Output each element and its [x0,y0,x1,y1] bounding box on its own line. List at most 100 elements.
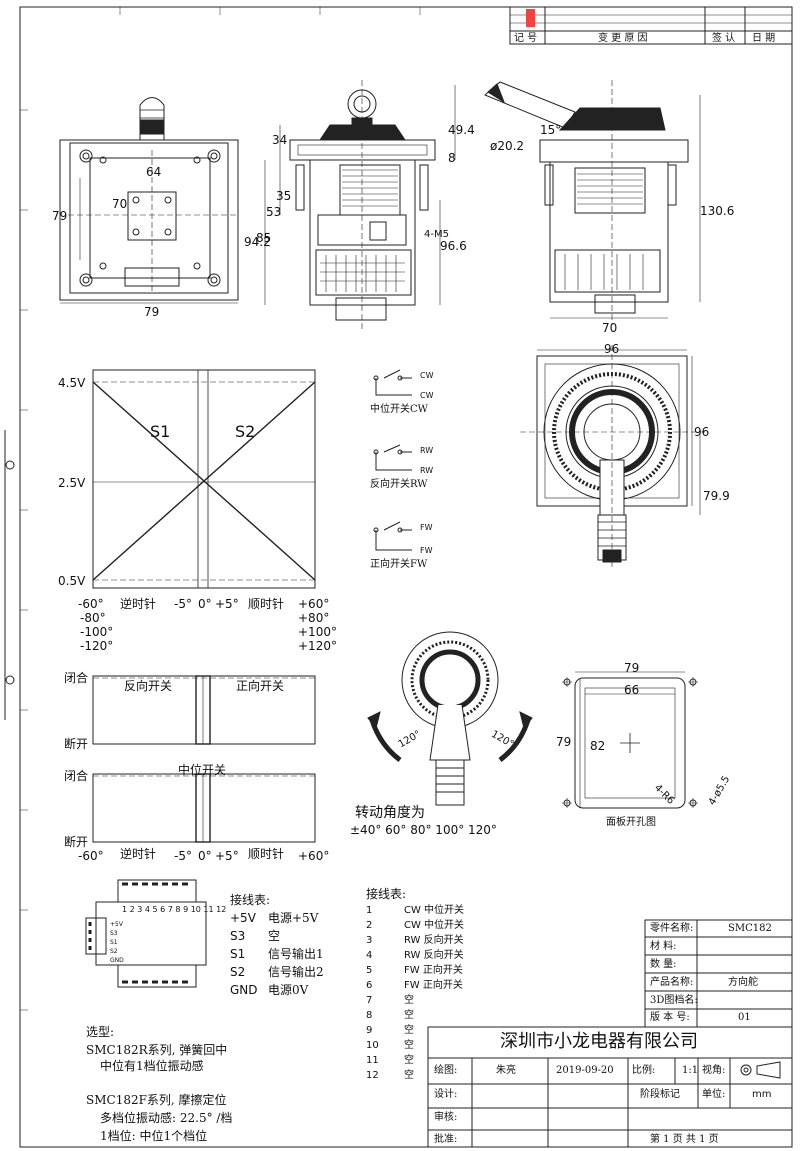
x-neg120: -120° [80,639,114,653]
wiring-right-title: 接线表: [366,887,407,901]
t-x-pos5: +5° [215,849,239,863]
dim-34: 34 [272,133,288,147]
tb-stage: 阶段标记 [640,1089,680,1100]
wr-num: 4 [366,950,373,961]
x-pos120: +120° [298,639,337,653]
revision-block [509,6,793,45]
wl-desc: 空 [268,929,281,943]
tb-page: 第 1 页 共 1 页 [650,1134,719,1145]
wl-pin: S1 [230,947,246,961]
panel-dim-82: 82 [590,739,606,753]
wr-num: 7 [366,995,373,1006]
rot-title: 转动角度为 [355,805,425,821]
punch-hole [5,460,15,470]
panel-dim-79-v: 79 [556,735,572,749]
wr-desc: 空 [404,1010,414,1021]
selection-line-1: SMC182R系列, 弹簧回中 [86,1043,228,1057]
wr-num: 8 [366,1010,373,1021]
x-neg5: -5° [174,597,192,611]
dim-70-right: 70 [602,321,618,335]
t1-rev: 反向开关 [124,679,173,693]
t-cw: 顺时针 [248,847,285,861]
selection-line-5: 1档位: 中位1个档位 [100,1129,208,1143]
tb-unit: mm [752,1089,772,1100]
x-neg80: -80° [80,611,106,625]
dim-4-m5: 4-M5 [424,229,449,240]
voltage-graph [92,369,316,589]
top-view [520,345,705,570]
t1-open: 断开 [64,737,89,751]
tb-unit-label: 单位: [702,1089,726,1100]
t-ccw: 逆时针 [120,847,157,861]
dim-96-6: 96.6 [440,239,467,253]
sw-fw-b: FW [420,546,433,555]
wr-num: 2 [366,920,373,931]
wr-num: 3 [366,935,373,946]
wr-desc: CW 中位开关 [404,920,465,931]
sw-fw-caption: 正向开关FW [370,559,428,570]
info-product: 方向舵 [728,977,758,988]
wr-desc: FW 正向开关 [404,980,463,991]
selection-line-3: SMC182F系列, 摩擦定位 [86,1093,227,1107]
dim-85: 85 [256,231,272,245]
tb-date: 2019-09-20 [556,1065,614,1076]
wr-num: 12 [366,1070,379,1081]
x-pos60: +60° [298,597,330,611]
dim-phi20-2: ø20.2 [490,139,525,153]
dim-53: 53 [266,205,282,219]
info-product-label: 产品名称: [650,977,694,988]
panel-dim-66: 66 [624,683,640,697]
series-s1: S1 [150,422,171,441]
wr-desc: RW 反向开关 [404,950,464,961]
dim-35: 35 [276,189,292,203]
wl-pin: +5V [230,911,256,925]
wr-desc: 空 [404,1025,414,1036]
x-neg100: -100° [80,625,114,639]
wr-desc: RW 反向开关 [404,935,464,946]
sw-rw-a: RW [420,446,434,455]
wl-desc: 信号输出1 [268,947,324,961]
title-block-frame [427,919,793,1148]
side-view [264,80,456,330]
sw-rw-caption: 反向开关RW [370,479,428,490]
rot-values: ±40° 60° 80° 100° 120° [350,823,497,837]
wr-num: 11 [366,1055,379,1066]
dim-130-6: 130.6 [700,204,735,218]
x-cw: 顺时针 [248,597,285,611]
wr-num: 5 [366,965,373,976]
pcb-pin-numbers: 1 2 3 4 5 6 7 8 9 10 11 12 [122,905,227,914]
x-ccw: 逆时针 [120,597,157,611]
timing-chart-1 [92,675,316,745]
t-x-neg5: -5° [174,849,192,863]
t2-closed: 闭合 [64,769,89,783]
y-label-0-5v: 0.5V [58,574,86,588]
selection-line-4: 多档位振动感: 22.5° /档 [100,1111,233,1125]
info-version: 01 [738,1012,751,1023]
wr-desc: CW 中位开关 [404,905,465,916]
pcb-side-labels: +5V S3 S1 S2 GND [110,921,124,964]
rev-col-reason: 变 更 原 因 [598,33,648,44]
sw-fw-a: FW [420,523,433,532]
switch-symbols [373,369,412,551]
wr-desc: 空 [404,1040,414,1051]
timing-chart-2 [92,773,316,843]
dim-8: 8 [448,151,456,165]
y-label-4-5v: 4.5V [58,376,86,390]
t-x-pos60: +60° [298,849,330,863]
wl-desc: 电源+5V [268,911,319,925]
rev-col-date: 日 期 [752,33,776,44]
rotation-illustration [367,631,533,806]
t1-closed: 闭合 [64,671,89,685]
sw-cw-caption: 中位开关CW [370,404,428,415]
panel-caption: 面板开孔图 [606,817,656,828]
y-label-2-5v: 2.5V [58,476,86,490]
t-x-0: 0° [198,849,212,863]
info-3d-label: 3D图档名: [650,995,698,1006]
info-material-label: 材 料: [650,941,677,952]
dim-94-2: 94.2 [244,235,271,249]
wr-desc: 空 [404,1055,414,1066]
pcb-drawing [85,879,207,988]
t1-fwd: 正向开关 [236,679,285,693]
panel-cutout [562,671,698,809]
t-x-neg60: -60° [78,849,104,863]
